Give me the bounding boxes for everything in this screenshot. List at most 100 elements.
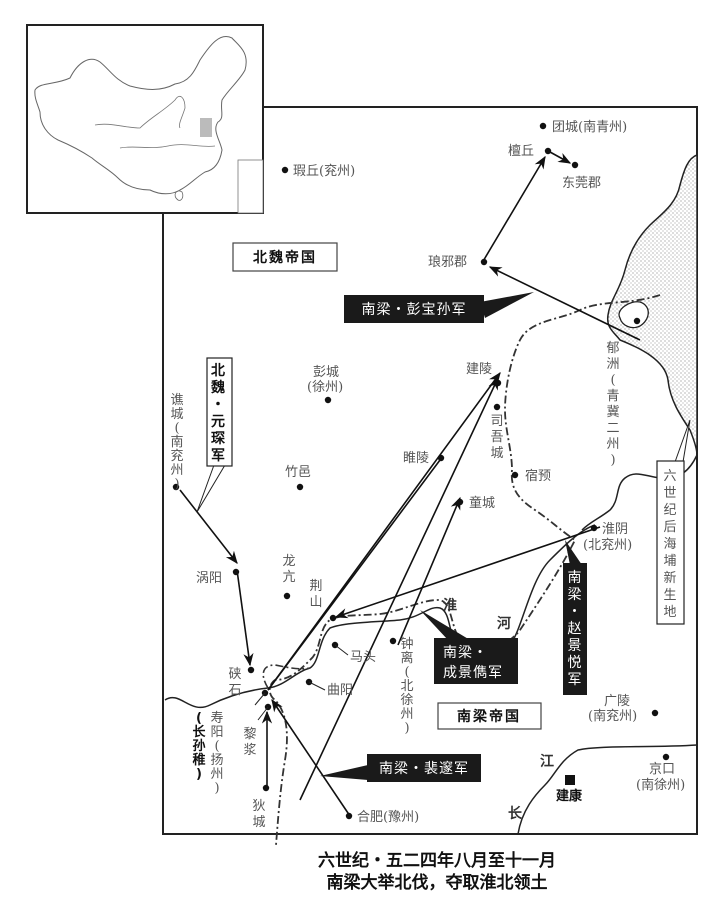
army-routes [179,151,641,817]
city-guangling-note: (南兖州) [588,708,637,724]
dot-longkang [283,592,291,600]
coastal-new-land [606,153,698,456]
vertical-char: 世 [663,486,676,501]
caption-line1: 六世纪・五二四年八月至十一月 [318,850,556,871]
border-loop [262,664,311,689]
city-suiling: 睢陵 [403,451,429,466]
region-north-wei-label: 北魏帝国 [253,249,317,266]
city-tongcheng: 童城 [469,495,495,511]
vertical-char: 山 [309,595,322,610]
vertical-char: 北 [211,363,227,379]
dot-tanqiu [544,147,552,155]
dot-hefei [345,812,353,820]
vertical-char: 魏 [210,379,227,396]
huai-river [164,524,596,708]
vertical-char: 州 [400,707,413,722]
dot-siwu [493,403,501,411]
dot-suyu [511,471,519,479]
army-yuan-chen: 北魏・元琛军 [196,357,233,513]
route-langye-tanqiu [481,155,546,264]
vertical-char: 黎 [243,727,256,742]
commander-zhangsunzhi: (长孙稚) [192,711,206,782]
region-south-liang: 南梁帝国 [437,702,542,730]
vertical-char: 后 [663,520,676,535]
city-woyang: 涡阳 [196,571,222,586]
army-peng-baosun-label: 南梁・彭宝孙军 [362,302,467,318]
vertical-char: ( [214,739,219,754]
vertical-char: 青 [606,389,619,404]
vertical-char: ( [174,421,179,436]
vertical-char: 兖 [170,449,183,464]
vertical-char: 狄 [252,799,265,814]
vertical-char: 二 [606,421,619,436]
vertical-char: 军 [211,448,227,464]
city-huaiyin-name: 淮阴 [602,522,628,537]
vertical-char: 纪 [663,503,676,518]
dot-pengcheng [324,396,332,404]
vertical-char: 海 [663,537,676,552]
city-guangling-name: 广陵 [604,694,630,709]
vertical-char: ( [610,373,615,388]
vertical-char: 浆 [243,743,256,758]
vertical-char: 冀 [606,404,619,420]
yuzhou-island [618,301,649,329]
city-zhuyi: 竹邑 [285,465,311,480]
river-huai-char2: 河 [497,615,511,632]
route-hefei-shouyang [271,698,351,817]
vertical-char: 南 [568,570,583,586]
vertical-char: 郁 [606,341,619,356]
dot-dicheng [262,784,270,792]
army-cheng-jingjun-line2: 成景儁军 [443,665,503,681]
vertical-char: 硖 [228,667,241,682]
route-yuzhou-langye [488,266,641,341]
city-longkang: 龙亢 [282,554,295,585]
city-xiashi: 硖石 [228,667,241,698]
route-hefei-jianling [299,376,499,801]
vertical-char: 埔 [663,554,676,569]
vertical-char: 孙 [192,738,205,754]
city-xiaqiu: 瑕丘(兖州) [293,164,355,179]
city-langye: 琅邪郡 [428,255,467,270]
dot-qiaocheng [172,483,180,491]
vertical-char: 城 [490,446,503,461]
dot-jianling [494,379,502,387]
vertical-char: 梁 [568,587,583,603]
vertical-char: ) [196,767,202,782]
dot-langye [480,258,488,266]
river-yangtze-char1: 江 [540,753,554,770]
dot-yuzhou [633,317,641,325]
city-pengcheng-note: (徐州) [307,380,343,395]
highlight-region [200,118,212,137]
army-pei-sui-label: 南梁・裴邃军 [379,761,469,777]
city-qiaocheng: 谯城(南兖州) [170,393,183,492]
inset-map [26,24,264,220]
route-qiaocheng-woyang [179,489,238,565]
city-jingkou-name: 京口 [649,762,675,777]
city-pengcheng-name: 彭城 [313,365,339,380]
vertical-char: 州 [170,463,183,478]
vertical-char: 寿 [210,711,223,726]
dot-dongguan [571,161,579,169]
vertical-char: 钟 [400,636,413,652]
army-pei-sui: 南梁・裴邃军 [320,754,481,782]
vertical-char: 长 [192,724,206,740]
dot-huaiyin [590,524,598,532]
city-dongguan: 东莞郡 [562,176,601,191]
vertical-char: ) [610,453,615,468]
dot-zhongli [389,637,397,645]
dot-xiashi [247,666,255,674]
city-jiankang: 建康 [556,788,583,804]
city-shouyang: 寿阳(扬州) [210,711,223,796]
yangtze-river [517,744,698,835]
dot-jingkou [662,753,670,761]
vertical-char: ( [196,711,202,726]
vertical-char: 六 [663,469,676,484]
vertical-char: 石 [228,683,241,698]
city-zhongli: 钟离(北徐州) [400,636,413,736]
vertical-char: ( [404,665,409,680]
dot-xiaqiu [281,166,289,174]
vertical-char: 稚 [192,752,205,768]
